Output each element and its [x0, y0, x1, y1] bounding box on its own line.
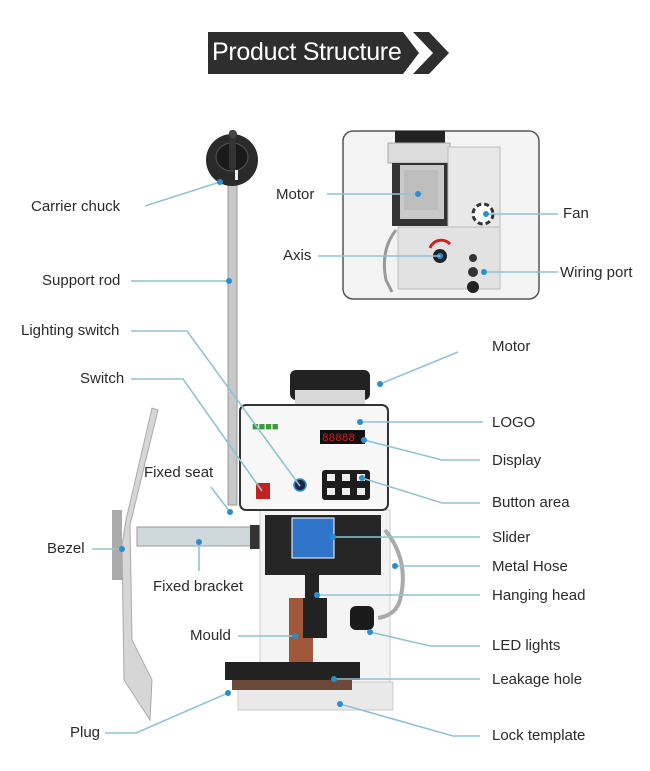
label-inset-axis: Axis: [283, 247, 312, 264]
chevron-right-icon: [413, 32, 449, 74]
label-hanging-head: Hanging head: [492, 587, 586, 604]
label-metal-hose: Metal Hose: [492, 558, 568, 575]
label-slider: Slider: [492, 529, 531, 546]
carrier-chuck: [206, 130, 258, 506]
label-carrier-chuck: Carrier chuck: [31, 198, 121, 215]
label-leakage-hole: Leakage hole: [492, 671, 583, 688]
motor-inset-photo: [342, 130, 540, 300]
bezel-and-bracket: [112, 407, 260, 722]
banner-arrow-body: [208, 32, 403, 74]
label-inset-motor: Motor: [276, 186, 315, 203]
label-display: Display: [492, 452, 542, 469]
svg-text:■■■■: ■■■■: [252, 421, 279, 433]
label-inset-wiring-port: Wiring port: [560, 264, 633, 281]
label-lighting-switch: Lighting switch: [21, 322, 120, 339]
label-mould: Mould: [190, 627, 231, 644]
label-lock-template: Lock template: [492, 727, 586, 744]
label-support-rod: Support rod: [42, 272, 121, 289]
label-motor: Motor: [492, 338, 531, 355]
label-fixed-seat: Fixed seat: [144, 464, 214, 481]
label-led-lights: LED lights: [492, 637, 561, 654]
banner-arrow-tip: [403, 32, 419, 74]
label-inset-fan: Fan: [563, 205, 589, 222]
label-logo: LOGO: [492, 414, 536, 431]
machine-frame: ■■■■ 88888: [225, 370, 405, 711]
label-switch: Switch: [80, 370, 125, 387]
label-fixed-bracket: Fixed bracket: [153, 578, 244, 595]
label-bezel: Bezel: [47, 540, 85, 557]
label-plug: Plug: [70, 724, 101, 741]
page-title: Product Structure: [212, 38, 402, 66]
svg-text:88888: 88888: [322, 433, 355, 445]
label-button-area: Button area: [492, 494, 570, 511]
leader-lines: [92, 179, 558, 737]
